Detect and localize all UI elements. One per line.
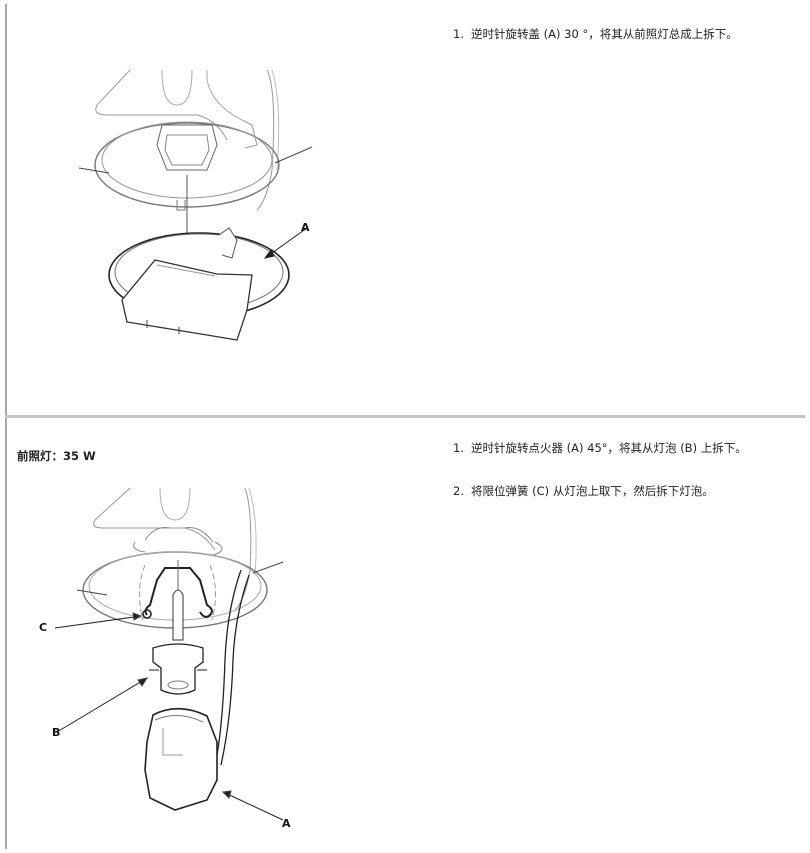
procedure-section-cover: A 1. 逆时针旋转盖 (A) 30 °，将其从前照灯总成上拆下。 (7, 0, 805, 415)
step-item: 2. 将限位弹簧 (C) 从灯泡上取下，然后拆下灯泡。 (453, 483, 747, 499)
callout-a-cover: A (301, 221, 310, 234)
callout-c: C (39, 621, 47, 634)
step-number: 2. (453, 484, 464, 498)
step-text: 逆时针旋转盖 (A) 30 °，将其从前照灯总成上拆下。 (471, 27, 738, 41)
step-number: 1. (453, 27, 464, 41)
step-text: 将限位弹簧 (C) 从灯泡上取下，然后拆下灯泡。 (471, 484, 714, 498)
procedure-section-bulb: 前照灯：35 W (7, 418, 805, 853)
step-item: 1. 逆时针旋转盖 (A) 30 °，将其从前照灯总成上拆下。 (453, 26, 738, 42)
bulb-removal-illustration (35, 480, 325, 840)
left-border (5, 4, 7, 849)
step-number: 1. (453, 441, 464, 455)
step-text: 逆时针旋转点火器 (A) 45°，将其从灯泡 (B) 上拆下。 (471, 441, 747, 455)
steps-list-cover: 1. 逆时针旋转盖 (A) 30 °，将其从前照灯总成上拆下。 (453, 26, 738, 69)
callout-b: B (52, 726, 60, 739)
callout-a-igniter: A (282, 817, 291, 830)
step-item: 1. 逆时针旋转点火器 (A) 45°，将其从灯泡 (B) 上拆下。 (453, 440, 747, 456)
cover-removal-illustration (67, 60, 337, 350)
section-divider (5, 415, 805, 418)
spec-label: 前照灯：35 W (17, 449, 96, 463)
steps-list-bulb: 1. 逆时针旋转点火器 (A) 45°，将其从灯泡 (B) 上拆下。 2. 将限… (453, 440, 747, 526)
